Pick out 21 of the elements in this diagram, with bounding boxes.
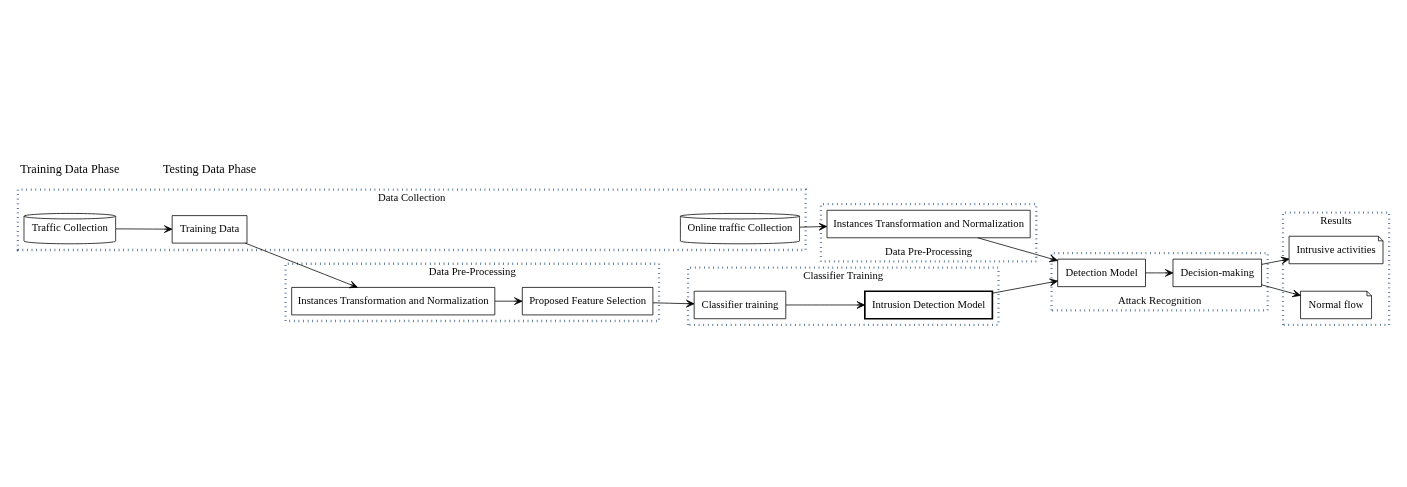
label: Training Data Phase xyxy=(20,161,120,176)
arrow xyxy=(1145,269,1174,277)
arrow xyxy=(992,278,1058,294)
node-box: Decision-making xyxy=(1172,258,1262,288)
node-box: Proposed Feature Selection xyxy=(521,287,654,316)
arrow xyxy=(977,237,1058,263)
arrow xyxy=(1261,256,1290,265)
label: Testing Data Phase xyxy=(162,161,257,176)
node-box: Training Data xyxy=(171,215,248,244)
arrow xyxy=(1261,284,1301,298)
node-box: Classifier training xyxy=(693,290,787,320)
arrow xyxy=(785,301,865,309)
node-box: Instances Transformation and Normalization xyxy=(826,209,1031,239)
node-box: Intrusion Detection Model xyxy=(864,290,994,320)
node-box: Instances Transformation and Normalization xyxy=(291,287,496,316)
arrow xyxy=(652,299,695,308)
arrow xyxy=(799,222,828,231)
arrow xyxy=(494,297,523,305)
arrow xyxy=(244,242,358,289)
arrow xyxy=(115,225,173,233)
node-box: Detection Model xyxy=(1057,258,1146,288)
